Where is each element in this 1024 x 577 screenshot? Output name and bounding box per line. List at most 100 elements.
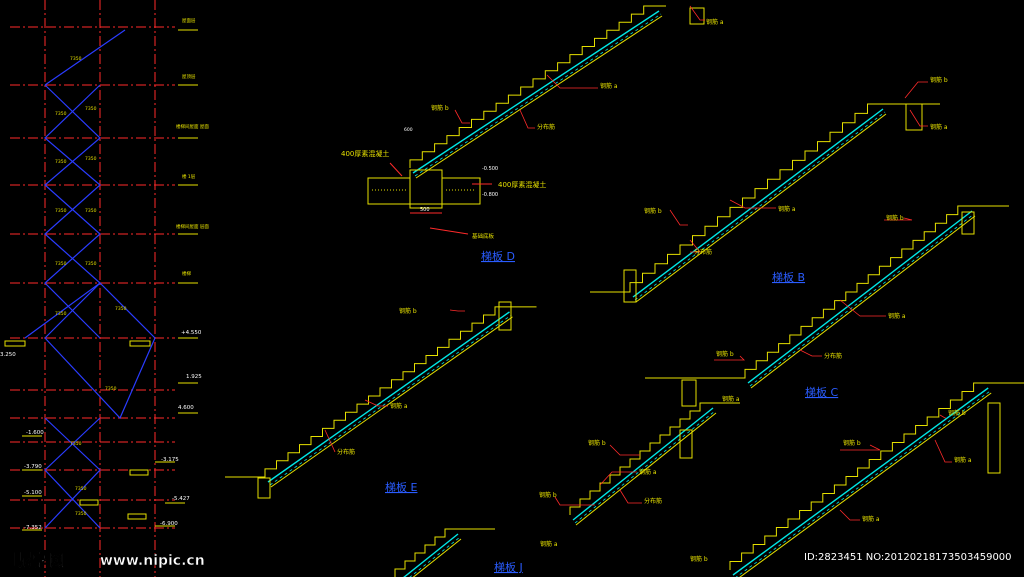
svg-text:7350: 7350 <box>55 261 67 267</box>
elevation-label: 1.925 <box>186 374 202 380</box>
stair-details <box>225 5 1024 577</box>
rebar-a-label: 钢筋 a <box>390 402 408 410</box>
leader-line <box>609 444 640 456</box>
rebar-a-label: 钢筋 a <box>888 312 906 320</box>
rebar-b-label: 钢筋 b <box>930 76 948 84</box>
rebar-b-label: 钢筋 b <box>399 307 417 315</box>
support-beam <box>257 477 271 499</box>
distribution-bar <box>409 536 461 577</box>
rebar-a-label: 钢筋 a <box>862 515 880 523</box>
rebar-a-label: 钢筋 a <box>540 540 558 548</box>
rebar-a-label: 钢筋 a <box>778 205 796 213</box>
rebar-line <box>732 387 989 576</box>
svg-text:7350: 7350 <box>55 111 67 117</box>
distribution-bar <box>414 13 662 177</box>
rebar-a-label: 钢筋 a <box>600 82 618 90</box>
leader-line <box>324 429 336 453</box>
leader-line <box>904 81 928 99</box>
watermark-id: ID:2823451 NO:20120218173503459000 <box>804 552 1012 563</box>
rebar-a-label: 钢筋 a <box>722 395 740 403</box>
leader-line <box>799 349 822 357</box>
concrete-label: 400厚素混凝土 <box>498 180 546 189</box>
dimension-label: 600 <box>404 127 413 133</box>
detail-title-b: 梯板 B <box>772 270 805 284</box>
dist-bar-label: 分布筋 <box>337 448 355 456</box>
elevation-label: -6.900 <box>160 521 178 527</box>
elevation-label: -5.427 <box>172 496 190 502</box>
stair-steps <box>729 382 1024 570</box>
rebar-b-label: 钢筋 b <box>539 491 557 499</box>
stair-steps <box>394 528 495 577</box>
leader-line <box>519 109 535 129</box>
distribution-bar <box>735 390 991 577</box>
svg-text:7350: 7350 <box>85 208 97 214</box>
left-elevation-labels: +4.550 1.925 4.600 -3.175 -5.427 -6.900 … <box>0 330 202 531</box>
distribution-bar <box>749 213 975 387</box>
elevation-label: -0.800 <box>482 192 498 198</box>
rebar-b-label: 钢筋 b <box>948 409 966 417</box>
stair-steps <box>590 103 940 293</box>
elevation-label: -3.790 <box>24 464 42 470</box>
rebar-line <box>632 108 884 298</box>
distribution-bar <box>269 314 512 486</box>
leader-line <box>554 496 595 506</box>
rebar-line <box>267 311 510 483</box>
stair-steps <box>645 205 1009 379</box>
elevation-label: -5.100 <box>24 490 42 496</box>
slab-soffit <box>739 392 992 577</box>
leader-line <box>839 509 860 521</box>
rebar-line <box>412 10 660 174</box>
leader-line <box>546 74 598 89</box>
watermark: 昵享网 www.nipic.cn ID:2823451 NO:201202181… <box>14 550 1012 572</box>
distribution-bar <box>574 410 716 524</box>
rebar-b-label: 钢筋 b <box>716 350 734 358</box>
rebar-a-label: 钢筋 a <box>639 468 657 476</box>
leader-line <box>449 309 465 312</box>
leader-line <box>839 299 886 317</box>
rebar-b-label: 钢筋 b <box>886 214 904 222</box>
elevation-label: +4.550 <box>181 330 202 336</box>
support-beam <box>498 301 512 331</box>
dist-bar-label: 分布筋 <box>694 248 712 256</box>
detail-d-foundation: 400厚素混凝土 400厚素混凝土 -0.500 -0.800 500 600 … <box>341 127 546 240</box>
rebar-line <box>403 533 459 577</box>
leader-line <box>619 489 642 504</box>
support-beam <box>681 379 697 407</box>
elevation-label: -7.352 <box>24 525 42 531</box>
svg-text:7350: 7350 <box>70 441 82 447</box>
rebar-b-label: 钢筋 b <box>431 104 449 112</box>
support-beam <box>679 429 693 459</box>
stair-steps <box>225 306 537 478</box>
leader-line <box>840 444 881 451</box>
foundation-label: 基础底板 <box>472 232 495 240</box>
detail-titles: 梯板 D 梯板 B 梯板 C 梯板 E 梯板 J <box>385 249 838 574</box>
svg-text:7350: 7350 <box>55 208 67 214</box>
rebar-b-label: 钢筋 b <box>644 207 662 215</box>
support-beam <box>689 7 705 25</box>
elevation-label: 3.250 <box>0 352 16 358</box>
rebar-annotations: 钢筋 a 钢筋 a 钢筋 b 分布筋 钢筋 b 钢筋 a 钢筋 b 钢筋 a 分… <box>337 18 972 563</box>
rebar-a-label: 钢筋 a <box>706 18 724 26</box>
leader-line <box>934 439 952 463</box>
rebar-a-label: 钢筋 a <box>930 123 948 131</box>
detail-title-d: 梯板 D <box>481 249 515 263</box>
svg-text:楼梯间屋面 层面: 楼梯间屋面 层面 <box>176 223 209 230</box>
support-beam <box>961 211 975 235</box>
watermark-brand: 昵享网 <box>14 550 65 571</box>
support-beam <box>987 402 1001 474</box>
svg-text:7350: 7350 <box>55 159 67 165</box>
elevation-label: -1.600 <box>26 430 44 436</box>
leader-line <box>599 471 637 486</box>
leader-line <box>454 109 470 124</box>
stair-steps <box>409 5 666 168</box>
support-beam <box>905 103 923 131</box>
rebar-b-label: 钢筋 b <box>843 439 861 447</box>
slab-soffit <box>412 538 462 577</box>
svg-text:楼梯间屋面 屋面: 楼梯间屋面 屋面 <box>176 123 209 130</box>
svg-text:7350: 7350 <box>115 306 127 312</box>
dist-bar-label: 分布筋 <box>824 352 842 360</box>
leader-line <box>729 199 776 209</box>
svg-text:7350: 7350 <box>55 311 67 317</box>
distribution-bar <box>634 111 886 301</box>
